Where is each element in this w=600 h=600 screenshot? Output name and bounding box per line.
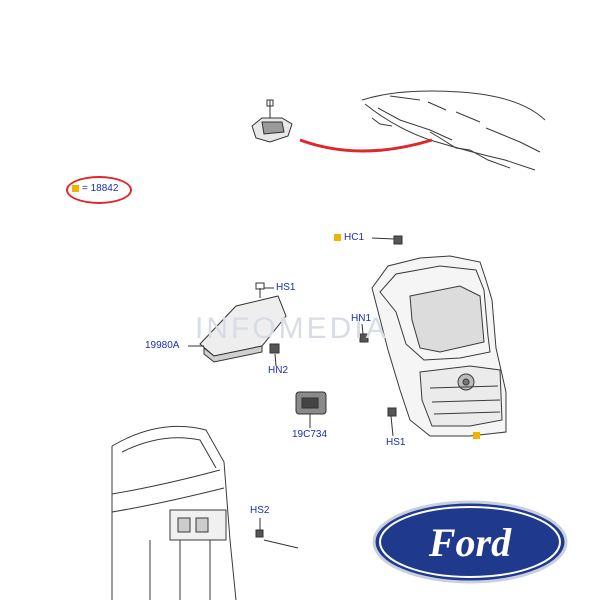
part-19c734 xyxy=(295,391,327,415)
leader-lines xyxy=(188,237,395,549)
fasteners xyxy=(255,235,403,538)
ford-logo-oval xyxy=(372,500,568,584)
callout-19980a: 19980A xyxy=(145,340,180,351)
legend: = 18842 xyxy=(66,176,132,204)
legend-highlight-circle xyxy=(66,176,132,204)
callout-hc1-wrap: HC1 xyxy=(334,233,364,243)
top-bracket xyxy=(251,99,293,143)
watermark: INFOMEDIA xyxy=(195,312,389,345)
dashboard-detail xyxy=(361,90,546,171)
module-19980a xyxy=(199,282,287,363)
legend-label: = 18842 xyxy=(82,183,119,194)
marker-square-icon xyxy=(334,233,341,241)
highlight-marker xyxy=(473,432,480,439)
ford-logo-inner-rim xyxy=(379,506,561,578)
ford-logo: Ford xyxy=(372,499,568,585)
callout-hc1: HC1 xyxy=(344,232,365,243)
legend-entry: = 18842 xyxy=(72,184,118,194)
center-armrest xyxy=(111,425,237,600)
ford-logo-text: Ford xyxy=(428,520,512,565)
highlight-arrow xyxy=(299,138,433,153)
callout-hs1-bottom: HS1 xyxy=(386,437,406,448)
callout-hn1: HN1 xyxy=(351,313,372,324)
callout-19c734: 19C734 xyxy=(292,429,328,440)
callout-hs2: HS2 xyxy=(250,505,270,516)
callout-hn2: HN2 xyxy=(268,365,289,376)
marker-square-icon xyxy=(72,184,79,192)
console-panel xyxy=(371,255,507,437)
callout-hs1-top: HS1 xyxy=(276,282,296,293)
